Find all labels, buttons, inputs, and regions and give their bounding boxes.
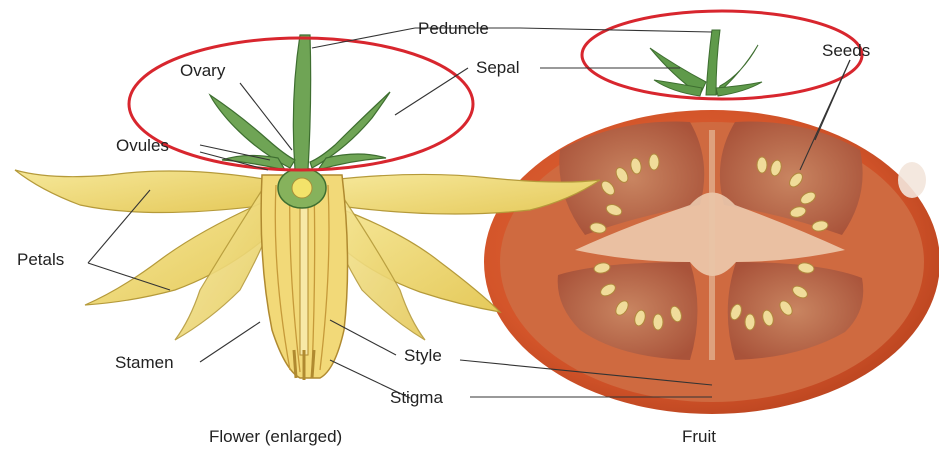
label-seeds: Seeds <box>822 42 870 59</box>
label-sepal: Sepal <box>476 59 519 76</box>
label-petals: Petals <box>17 251 64 268</box>
label-stigma: Stigma <box>390 389 443 406</box>
label-peduncle: Peduncle <box>418 20 489 37</box>
label-ovules: Ovules <box>116 137 169 154</box>
label-ovary: Ovary <box>180 62 225 79</box>
label-style: Style <box>404 347 442 364</box>
fruit-calyx <box>650 30 762 96</box>
caption-fruit: Fruit <box>682 428 716 445</box>
tomato-fruit <box>484 30 939 414</box>
caption-flower: Flower (enlarged) <box>209 428 342 445</box>
label-stamen: Stamen <box>115 354 174 371</box>
